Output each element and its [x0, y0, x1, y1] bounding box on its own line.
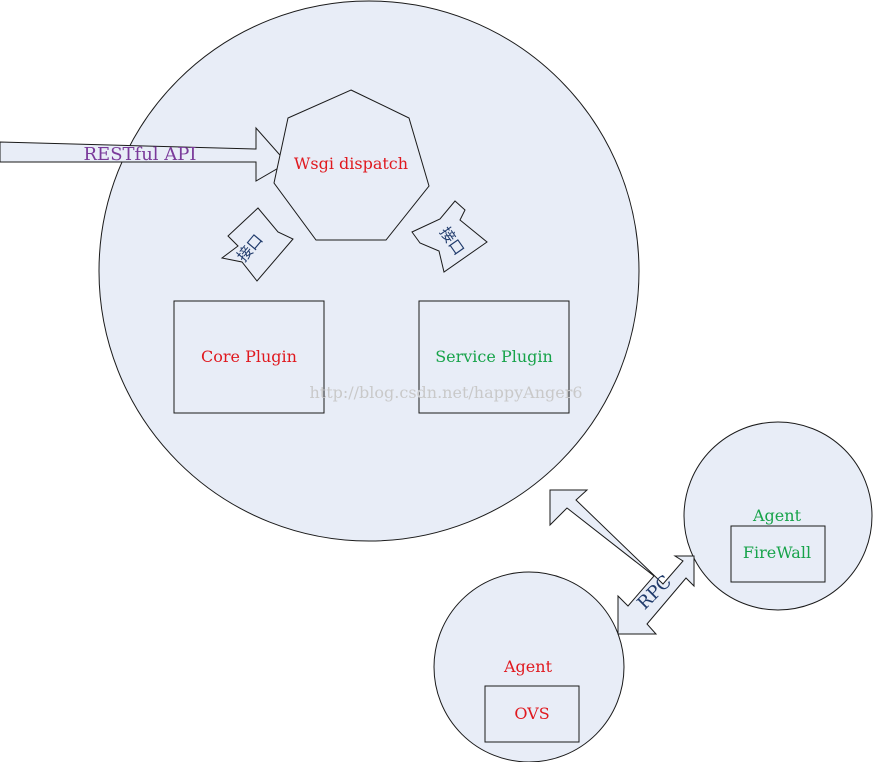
- wsgi-dispatch-heptagon: [273, 89, 430, 241]
- interface-arrow-left: 接口: [220, 207, 294, 282]
- core-plugin-box: [173, 300, 325, 414]
- restful-api-arrow: [0, 126, 288, 182]
- firewall-component-box: [730, 525, 826, 583]
- service-plugin-label: Service Plugin: [435, 347, 553, 366]
- ovs-component-box: [484, 685, 580, 743]
- firewall-component-label: FireWall: [743, 543, 811, 562]
- watermark-url: http://blog.csdn.net/happyAnger6: [309, 383, 582, 402]
- restful-api-label: RESTful API: [84, 144, 197, 165]
- server-circle: [98, 0, 640, 542]
- core-plugin-label: Core Plugin: [201, 347, 297, 366]
- ovs-component-label: OVS: [514, 704, 549, 723]
- interface-arrow-right: 接口: [411, 200, 488, 273]
- service-plugin-box: [418, 300, 570, 414]
- ovs-agent-title: Agent: [503, 657, 553, 676]
- firewall-agent-title: Agent: [752, 506, 802, 525]
- wsgi-dispatch-label: Wsgi dispatch: [294, 154, 408, 173]
